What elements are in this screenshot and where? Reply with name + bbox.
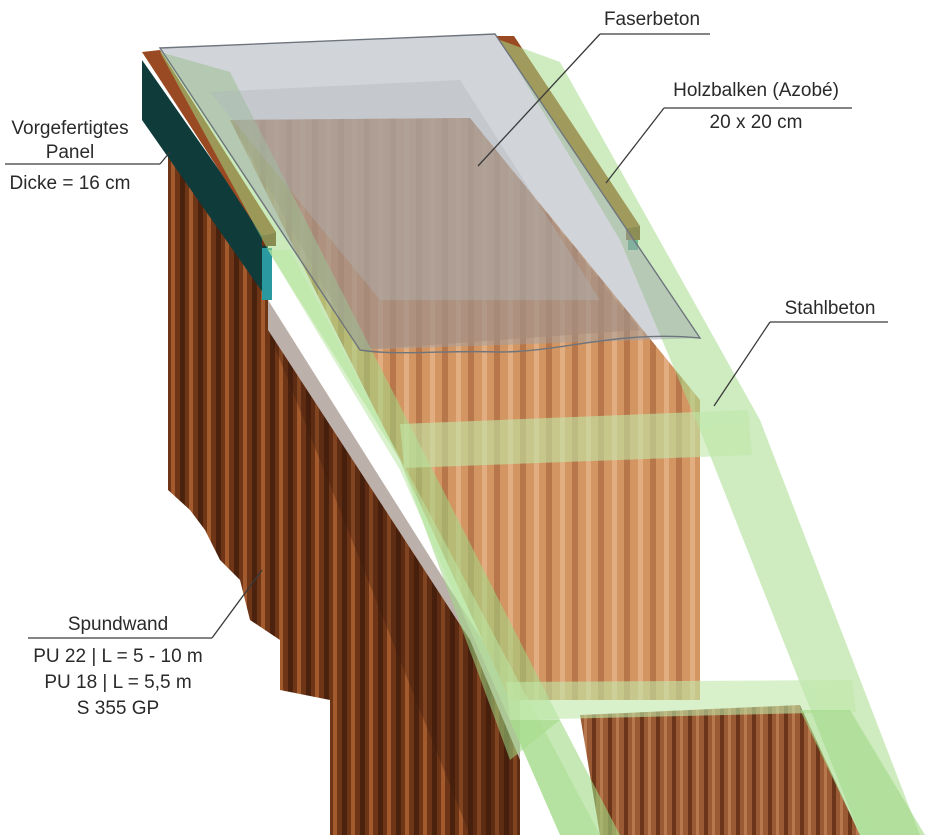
sheet-pile-wall-right-lower: [580, 705, 860, 835]
label-stahlbeton: Stahlbeton: [785, 298, 876, 319]
label-panel-line2: Panel: [46, 142, 95, 163]
fibre-concrete-slab: [158, 33, 702, 354]
label-spundwand-line1: Spundwand: [68, 614, 168, 635]
labels: Faserbeton Holzbalken (Azobé) 20 x 20 cm…: [10, 9, 876, 719]
label-holzbalken-line2: 20 x 20 cm: [710, 112, 803, 133]
sheet-pile-wall-left: [168, 150, 520, 835]
reinforced-concrete-crossbeam-lower: [506, 680, 856, 720]
label-spundwand-line4: S 355 GP: [77, 698, 159, 719]
label-spundwand-line2: PU 22 | L = 5 - 10 m: [33, 646, 203, 667]
leader-lines: [5, 33, 888, 639]
label-panel-line1: Vorgefertigtes: [11, 118, 128, 139]
label-panel-line3: Dicke = 16 cm: [10, 173, 131, 194]
reinforced-concrete-wall-bottom-left: [510, 720, 620, 835]
label-holzbalken-line1: Holzbalken (Azobé): [673, 80, 839, 101]
label-faserbeton: Faserbeton: [604, 9, 700, 30]
label-spundwand-line3: PU 18 | L = 5,5 m: [44, 672, 191, 693]
reinforced-concrete-wall-bottom-right: [800, 710, 925, 835]
reinforced-concrete-crossbeam-upper: [400, 410, 752, 468]
